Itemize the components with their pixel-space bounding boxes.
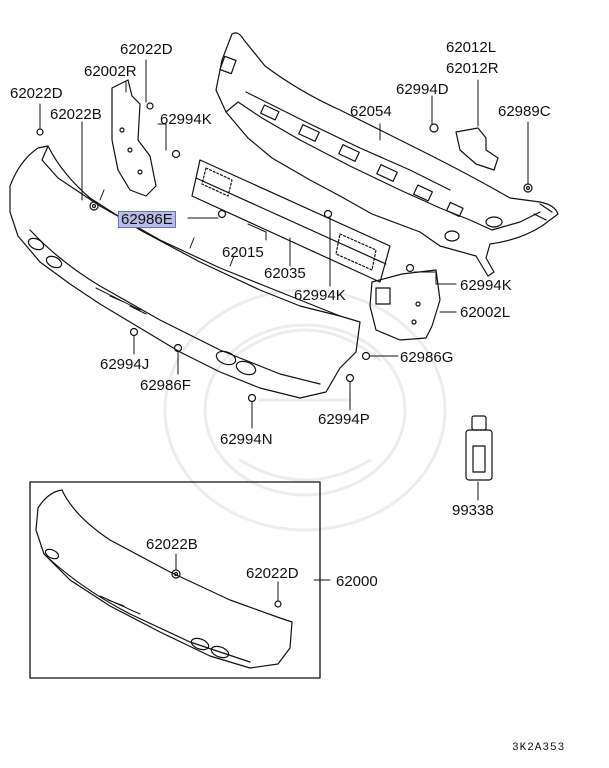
grille-62015 [191,159,391,283]
label-62000: 62000 [336,573,378,590]
label-62986E: 62986E [118,211,176,228]
label-62994K-a: 62994K [160,111,212,128]
label-62994K-c: 62994K [460,277,512,294]
label-62022B-a: 62022B [50,106,102,123]
fasteners [36,102,533,608]
reinforcement-62054 [215,32,559,277]
label-62012R: 62012R [446,60,499,77]
label-62994J: 62994J [100,356,150,373]
bracket-62002R [111,79,157,197]
label-62986F: 62986F [140,377,191,394]
label-62986G: 62986G [400,349,454,366]
leader-lines [39,59,529,601]
bumper-assembly-62000 [35,489,293,669]
label-62994N: 62994N [220,431,273,448]
label-62022D-b: 62022D [120,41,173,58]
label-62002L: 62002L [460,304,511,321]
label-62022D-a: 62022D [10,85,63,102]
watermark-seal [163,288,447,532]
label-62012L: 62012L [446,39,497,56]
diagram-code: 3K2A353 [512,742,566,754]
label-62994K-b: 62994K [294,287,346,304]
label-62054: 62054 [350,103,392,120]
label-62002R: 62002R [84,63,137,80]
label-99338: 99338 [452,502,494,519]
label-62994P: 62994P [318,411,370,428]
label-62994D: 62994D [396,81,449,98]
label-62022D-c: 62022D [246,565,299,582]
bracket-62012 [455,127,499,171]
label-62035: 62035 [264,265,306,282]
label-62022B-b: 62022B [146,536,198,553]
label-62015: 62015 [222,244,264,261]
label-62989C: 62989C [498,103,551,120]
inset-frame [29,481,321,679]
bumper-cover-main [9,145,361,399]
glue-tube-99338 [465,415,493,481]
